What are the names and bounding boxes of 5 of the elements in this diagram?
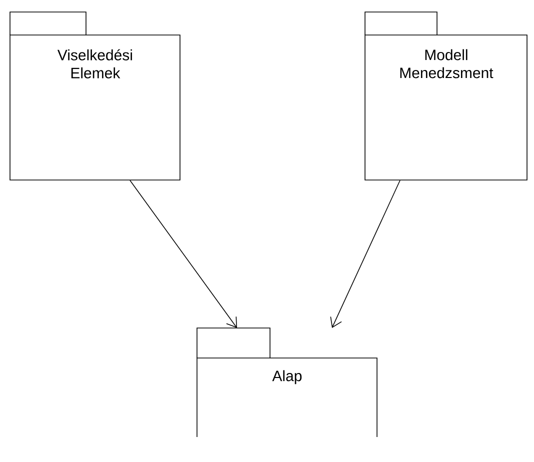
arrow — [130, 180, 237, 328]
arrow — [330, 180, 400, 328]
package-box: Modell Menedzsment — [364, 12, 528, 180]
package-box: Alap — [196, 328, 378, 438]
package-box: Viselkedési Elemek — [10, 12, 180, 180]
